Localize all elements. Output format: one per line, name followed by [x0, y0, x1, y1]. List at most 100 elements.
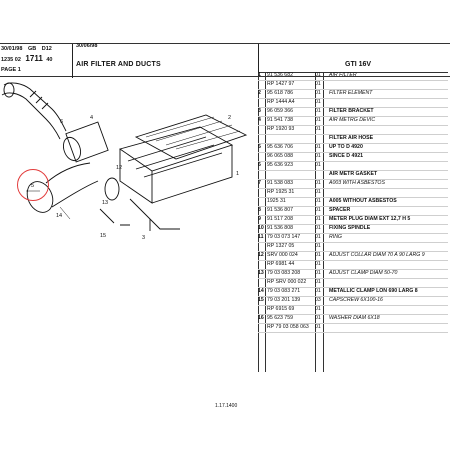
part-description: METER PLUG DIAM EXT 12,7 H 5: [329, 216, 411, 222]
part-quantity: 01: [315, 234, 321, 240]
part-description: AIR METR GASKET: [329, 171, 378, 177]
part-number-index: 1: [258, 72, 261, 78]
part-number-index: 12: [258, 252, 264, 258]
part-description: METALLIC CLAMP LON 690 LARG 8: [329, 288, 418, 294]
filter-bracket: [129, 198, 180, 231]
filter-box-left: [119, 149, 153, 204]
part-reference: SRV 000 024: [267, 252, 298, 258]
diagram-labels: 5 14 15 13 3 2 1 4 6 12: [31, 115, 239, 241]
diagram-label-6: 6: [60, 119, 63, 125]
header-divider-1: [72, 44, 73, 78]
part-reference: 95 618 786: [267, 90, 293, 96]
page-title: AIR FILTER AND DUCTS: [76, 61, 161, 68]
part-reference: 96 065 088: [267, 153, 293, 159]
part-reference: 79 03 073 147: [267, 234, 301, 240]
highlight-callout-circle: [17, 169, 49, 201]
part-number-index: 11: [258, 234, 264, 240]
diagram-label-15: 15: [100, 233, 106, 239]
part-quantity: 01: [315, 72, 321, 78]
part-description: FILTER ELEMENT: [329, 90, 373, 96]
part-reference: 91 538 083: [267, 180, 293, 186]
part-reference: 95 623 759: [267, 315, 293, 321]
part-number-index: 3: [258, 108, 261, 114]
diagram-drawing: [1, 82, 248, 231]
part-row: RP 1327 05 01: [258, 243, 448, 252]
part-reference: RP 6981 44: [267, 261, 295, 267]
parts-top-rule: [258, 72, 448, 73]
intake-duct: [3, 82, 67, 132]
part-number-index: 7: [258, 180, 261, 186]
part-description: SPACER: [329, 207, 351, 213]
part-row: RP 79 03 058 063 01: [258, 324, 448, 333]
parts-divider-qty: [315, 72, 316, 372]
part-row: 3 96 059 366 01 FILTER BRACKET: [258, 108, 448, 117]
part-quantity: 01: [315, 288, 321, 294]
part-reference: RP 1427 97: [267, 81, 295, 87]
part-reference: 96 059 366: [267, 108, 293, 114]
part-quantity: 01: [315, 324, 321, 330]
part-description: FILTER AIR HOSE: [329, 135, 374, 141]
header-lang: GB: [27, 46, 37, 52]
part-reference: 91 536 682: [267, 72, 293, 78]
part-description: FILTER BRACKET: [329, 108, 374, 114]
part-number-index: 6: [258, 162, 261, 168]
leader-14: [59, 206, 71, 220]
part-reference: 91 536 808: [267, 225, 293, 231]
part-row: RP 6981 44 01: [258, 261, 448, 270]
parts-divider-left: [258, 72, 259, 372]
screw: [99, 208, 130, 226]
air-meter-port: [62, 136, 82, 162]
part-quantity: 01: [315, 180, 321, 186]
part-description: A003 WITH ASBESTOS: [329, 180, 385, 186]
part-reference: RP 79 03 058 063: [267, 324, 309, 330]
header-divider-2: [258, 44, 259, 78]
part-quantity: 01: [315, 189, 321, 195]
part-description: RING: [329, 234, 342, 240]
header-page: PAGE 1: [1, 67, 21, 73]
part-quantity: 01: [315, 225, 321, 231]
header-top-rule: [0, 43, 450, 44]
part-row: 7 91 538 083 01 A003 WITH ASBESTOS: [258, 180, 448, 189]
part-reference: 79 03 201 139: [267, 297, 301, 303]
header-ref: 1235 02: [1, 57, 21, 63]
diagram-label-1: 1: [236, 171, 239, 177]
header-ref-tail: 40: [46, 57, 53, 63]
part-quantity: 01: [315, 252, 321, 258]
part-reference: 1925 31: [267, 198, 286, 204]
part-quantity: 01: [315, 216, 321, 222]
part-description: ADJUST COLLAR DIAM 70 A 90 LARG 9: [329, 252, 425, 258]
part-reference: 91 517 208: [267, 216, 293, 222]
part-description: WASHER DIAM 6X18: [329, 315, 380, 321]
part-number-index: 5: [258, 144, 261, 150]
part-quantity: 01: [315, 117, 321, 123]
part-reference: RP 1925 31: [267, 189, 295, 195]
part-number-index: 10: [258, 225, 264, 231]
air-hose-lower: [51, 180, 99, 208]
part-number-index: 15: [258, 297, 264, 303]
part-quantity: 01: [315, 108, 321, 114]
part-row: FILTER AIR HOSE: [258, 135, 448, 144]
part-quantity: 01: [315, 207, 321, 213]
part-reference: RP 1327 05: [267, 243, 295, 249]
parts-divider-num: [265, 72, 266, 372]
part-row: RP 1925 31 01: [258, 189, 448, 198]
diagram-footer-ref: 1.17.1400: [215, 403, 238, 409]
part-reference: 95 636 923: [267, 162, 293, 168]
part-quantity: 01: [315, 243, 321, 249]
vehicle-model: GTI 16V: [345, 61, 372, 68]
part-number-index: 16: [258, 315, 264, 321]
part-quantity: 01: [315, 261, 321, 267]
part-quantity: 01: [315, 90, 321, 96]
header-ref-big: 1711: [25, 54, 43, 63]
